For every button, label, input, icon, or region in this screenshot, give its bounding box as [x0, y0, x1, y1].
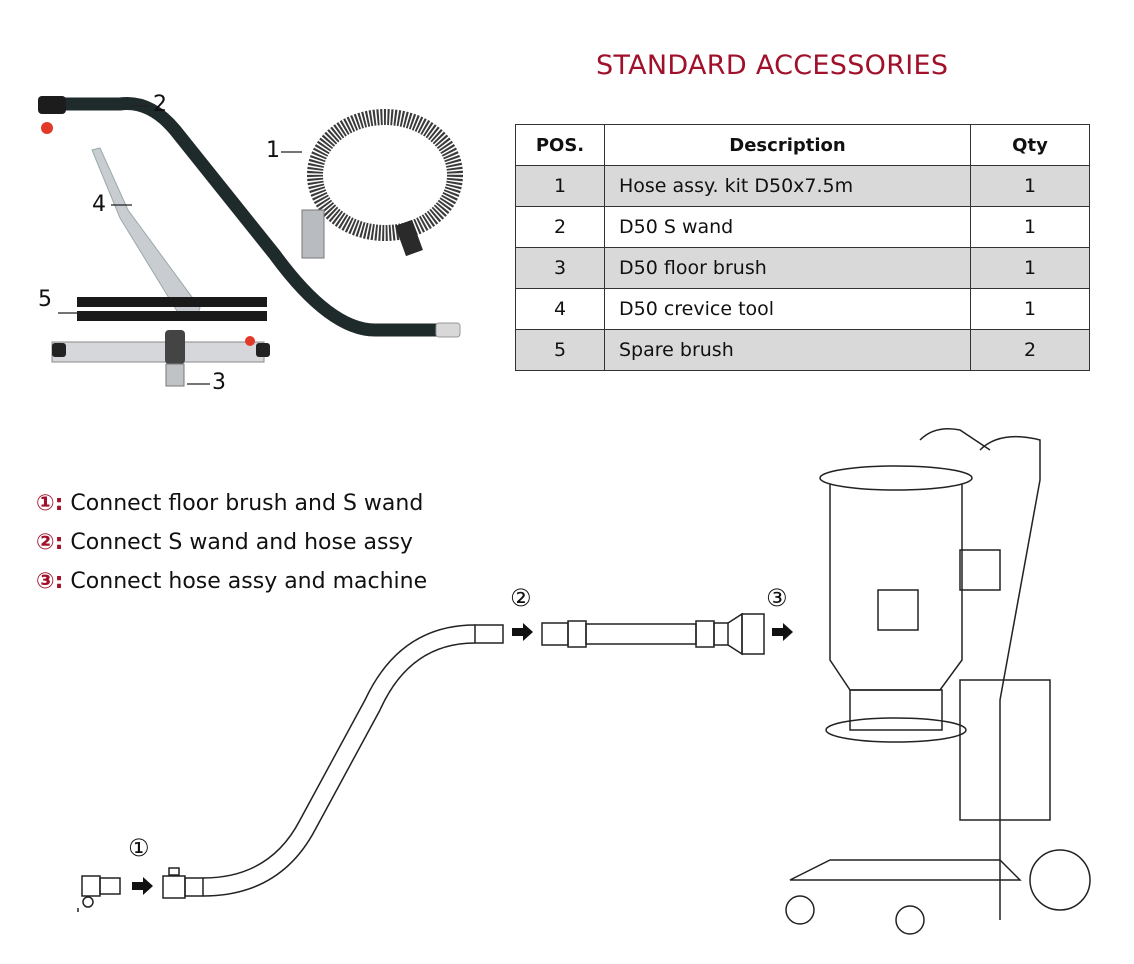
cell-pos: 3	[515, 247, 605, 289]
vacuum-machine-drawing	[785, 428, 1091, 935]
callout-1: 1	[266, 138, 280, 163]
header-pos: POS.	[515, 124, 605, 166]
connection-steps: ①: Connect floor brush and S wand ②: Con…	[36, 484, 427, 601]
table-row: 2 D50 S wand 1	[515, 206, 1090, 248]
s-wand-drawing	[162, 624, 504, 899]
page-title: STANDARD ACCESSORIES	[596, 50, 949, 81]
spare-brush-image	[77, 297, 267, 321]
arrows	[132, 623, 793, 895]
floor-brush-drawing	[77, 875, 121, 912]
cell-description: D50 S wand	[604, 206, 971, 248]
cell-description: D50 crevice tool	[604, 288, 971, 330]
step-3: ③: Connect hose assy and machine	[36, 562, 427, 601]
table-row: 4 D50 crevice tool 1	[515, 288, 1090, 330]
step-text: Connect hose assy and machine	[63, 569, 428, 594]
cell-description: Spare brush	[604, 329, 971, 371]
step-number: ③:	[36, 569, 64, 594]
marker-1: ①	[128, 834, 150, 862]
step-number: ①:	[36, 491, 64, 516]
step-text: Connect S wand and hose assy	[63, 530, 413, 555]
hose-kit-image	[301, 109, 463, 259]
cell-qty: 1	[970, 288, 1090, 330]
cell-pos: 5	[515, 329, 605, 371]
step-2: ②: Connect S wand and hose assy	[36, 523, 427, 562]
table-row: 1 Hose assy. kit D50x7.5m 1	[515, 165, 1090, 207]
step-1: ①: Connect floor brush and S wand	[36, 484, 427, 523]
header-qty: Qty	[970, 124, 1090, 166]
callout-4: 4	[92, 192, 106, 217]
leader-lines	[58, 105, 302, 385]
cell-pos: 4	[515, 288, 605, 330]
accessories-table: POS. Description Qty 1 Hose assy. kit D5…	[515, 124, 1090, 371]
table-row: 3 D50 floor brush 1	[515, 247, 1090, 289]
cell-pos: 2	[515, 206, 605, 248]
s-wand-image	[38, 96, 461, 338]
callout-3: 3	[212, 370, 226, 395]
cell-qty: 1	[970, 165, 1090, 207]
cell-qty: 1	[970, 206, 1090, 248]
step-text: Connect floor brush and S wand	[63, 491, 424, 516]
cell-description: Hose assy. kit D50x7.5m	[604, 165, 971, 207]
cell-qty: 2	[970, 329, 1090, 371]
table-row: 5 Spare brush 2	[515, 329, 1090, 371]
step-number: ②:	[36, 530, 64, 555]
cell-qty: 1	[970, 247, 1090, 289]
arrow-right-icon	[512, 623, 533, 641]
marker-2: ②	[510, 584, 532, 612]
arrow-right-icon	[772, 623, 793, 641]
header-description: Description	[604, 124, 971, 166]
floor-brush-image	[51, 330, 270, 387]
callout-2: 2	[153, 92, 167, 117]
cell-description: D50 floor brush	[604, 247, 971, 289]
callout-5: 5	[38, 287, 52, 312]
arrow-right-icon	[132, 877, 153, 895]
marker-3: ③	[766, 584, 788, 612]
table-header-row: POS. Description Qty	[515, 124, 1090, 166]
hose-assy-drawing	[541, 612, 765, 656]
